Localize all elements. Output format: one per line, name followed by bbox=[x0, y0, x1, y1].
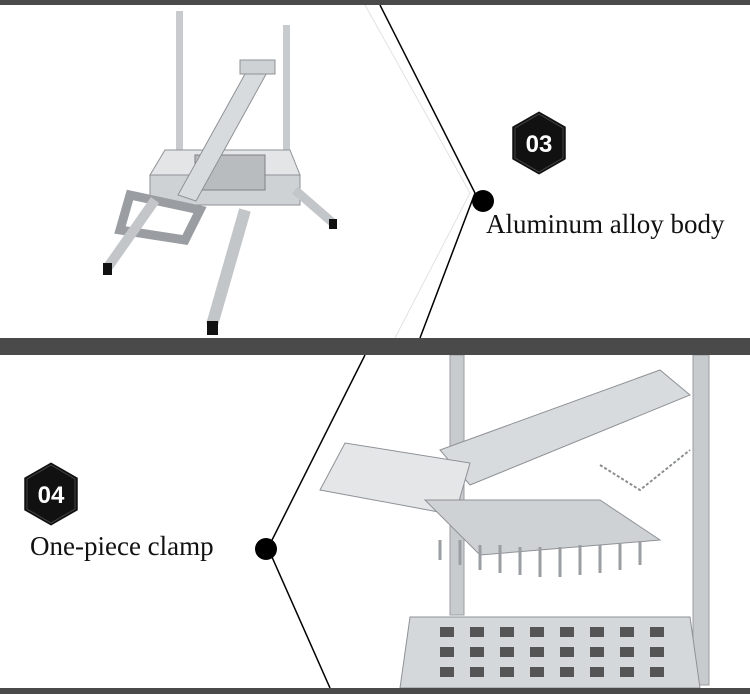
hexagon-badge-icon: 03 bbox=[509, 108, 569, 178]
product-photo-clamp-closeup bbox=[267, 355, 710, 688]
feature-caption-aluminum: Aluminum alloy body bbox=[486, 209, 725, 239]
badge-number-03: 03 bbox=[526, 131, 553, 158]
dot-marker-icon bbox=[472, 190, 494, 212]
product-photo-full-cutter bbox=[103, 5, 476, 338]
feature-caption-clamp: One-piece clamp bbox=[30, 531, 214, 561]
middle-divider-bar bbox=[0, 338, 750, 355]
dot-marker-icon bbox=[255, 538, 277, 560]
feature-panel-clamp: 04 One-piece clamp bbox=[0, 355, 750, 688]
bottom-divider-bar bbox=[0, 688, 750, 694]
hexagon-badge-icon: 04 bbox=[21, 459, 81, 529]
feature-panel-aluminum-body: 03 Aluminum alloy body bbox=[0, 5, 750, 338]
badge-number-04: 04 bbox=[38, 482, 65, 509]
top-divider-bar bbox=[0, 0, 750, 5]
